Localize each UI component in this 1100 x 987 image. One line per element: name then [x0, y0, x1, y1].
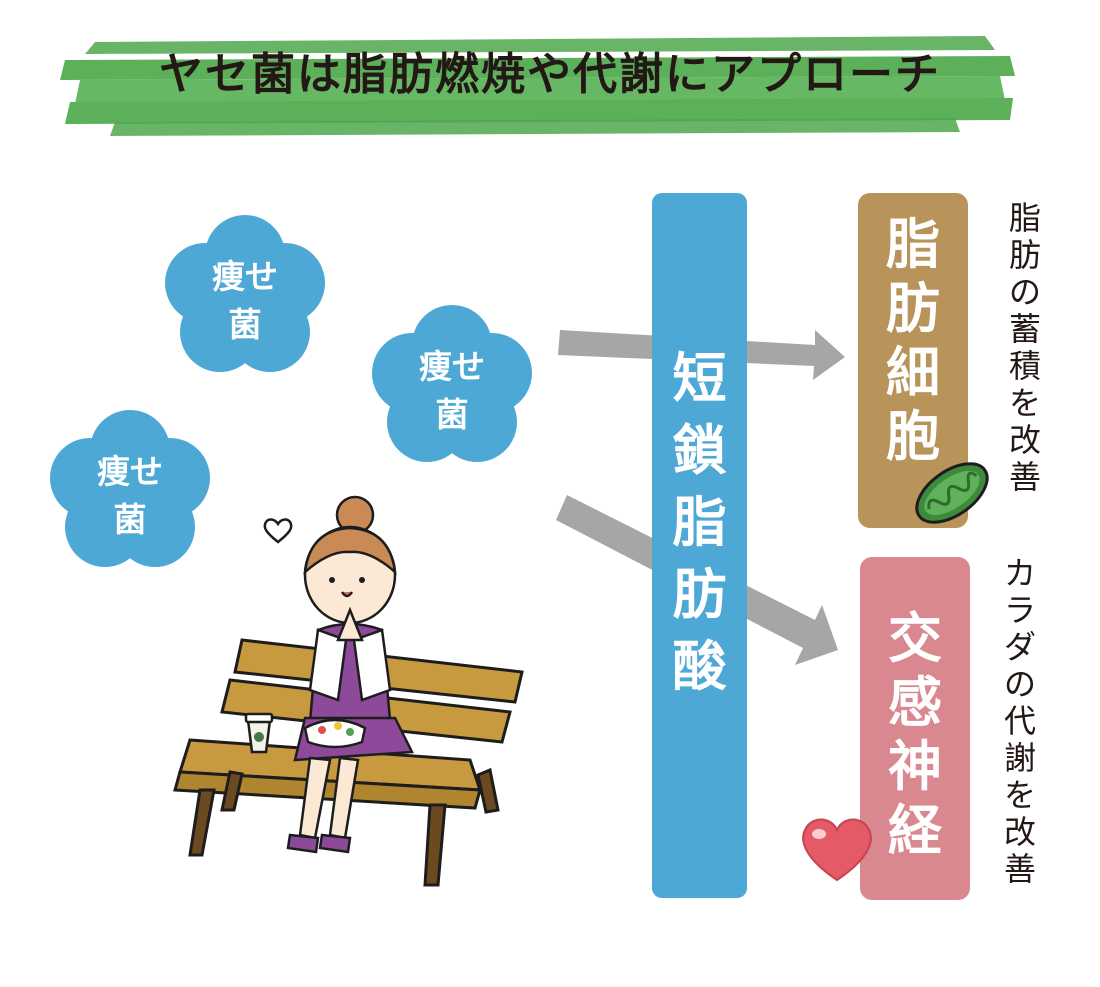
- mitochondria-icon: [915, 462, 989, 524]
- sympathetic-nerve-label-char: 神: [888, 735, 942, 798]
- sympathetic-nerve-label-char: 感: [888, 671, 942, 734]
- small-heart-icon: [263, 518, 293, 544]
- heart-icon: [802, 818, 872, 882]
- fat-cells-label-char: 肪: [886, 277, 940, 340]
- nerve-effect-char: カ: [1003, 554, 1036, 592]
- sympathetic-nerve-label-char: 経: [888, 799, 942, 862]
- central-label-char: 肪: [672, 563, 727, 626]
- flower-icon: [165, 215, 325, 372]
- central-label-char: 酸: [672, 635, 727, 698]
- short-chain-fatty-acid-column: 短鎖脂肪酸: [652, 193, 747, 898]
- sympathetic-nerve-label-char: 交: [888, 607, 942, 670]
- nerve-effect-char: ラ: [1003, 591, 1036, 629]
- nerve-effect-char: 謝: [1003, 739, 1036, 777]
- fat-cells-label: 脂肪細胞: [858, 213, 968, 469]
- sympathetic-nerve-box: 交感神経: [860, 557, 970, 900]
- flower-text-line2: 菌: [228, 305, 262, 344]
- flower-text-line1: 痩せ: [419, 347, 485, 386]
- nerve-effect-char: ダ: [1003, 628, 1036, 666]
- central-label-char: 脂: [672, 491, 727, 554]
- title: ヤセ菌は脂肪燃焼や代謝にアプローチ: [159, 49, 941, 100]
- yase-bacteria-flower: 痩せ 菌: [45, 405, 215, 575]
- fat-effect-char: 蓄: [1008, 310, 1041, 348]
- fat-effect-char: 善: [1008, 458, 1041, 496]
- woman-on-bench-illustration: [173, 495, 524, 887]
- central-label: 短鎖脂肪酸: [652, 343, 747, 703]
- fat-effect-char: 積: [1008, 347, 1041, 385]
- fat-cells-label-char: 胞: [886, 405, 940, 468]
- fat-effect-char: を: [1008, 384, 1041, 422]
- nerve-effect-char: を: [1003, 776, 1036, 814]
- flower-text-line2: 菌: [435, 395, 469, 434]
- nerve-effect-char: 善: [1003, 850, 1036, 888]
- nerve-effect-char: の: [1003, 665, 1036, 703]
- nerve-effect-char: 代: [1003, 702, 1036, 740]
- yase-bacteria-flower: 痩せ 菌: [367, 300, 537, 470]
- title-banner: [60, 36, 1015, 136]
- fat-cells-label-char: 脂: [886, 213, 940, 276]
- central-label-char: 短: [672, 347, 727, 410]
- fat-effect-char: 肪: [1008, 236, 1041, 274]
- nerve-effect-note: カラダの代謝を改善: [1000, 555, 1040, 888]
- central-label-char: 鎖: [672, 419, 727, 482]
- flower-text-line1: 痩せ: [212, 257, 278, 296]
- sympathetic-nerve-label: 交感神経: [860, 607, 970, 863]
- nerve-effect-char: 改: [1003, 813, 1036, 851]
- fat-cells-label-char: 細: [886, 341, 940, 404]
- flower-text-line2: 菌: [113, 500, 147, 539]
- yase-bacteria-flower: 痩せ 菌: [160, 210, 330, 380]
- fat-effect-char: の: [1008, 273, 1041, 311]
- flower-text-line1: 痩せ: [97, 452, 163, 491]
- fat-effect-note: 脂肪の蓄積を改善: [1005, 200, 1045, 496]
- flower-icon: [372, 305, 532, 462]
- fat-effect-char: 脂: [1008, 199, 1041, 237]
- flower-icon: [50, 410, 210, 567]
- fat-effect-char: 改: [1008, 421, 1041, 459]
